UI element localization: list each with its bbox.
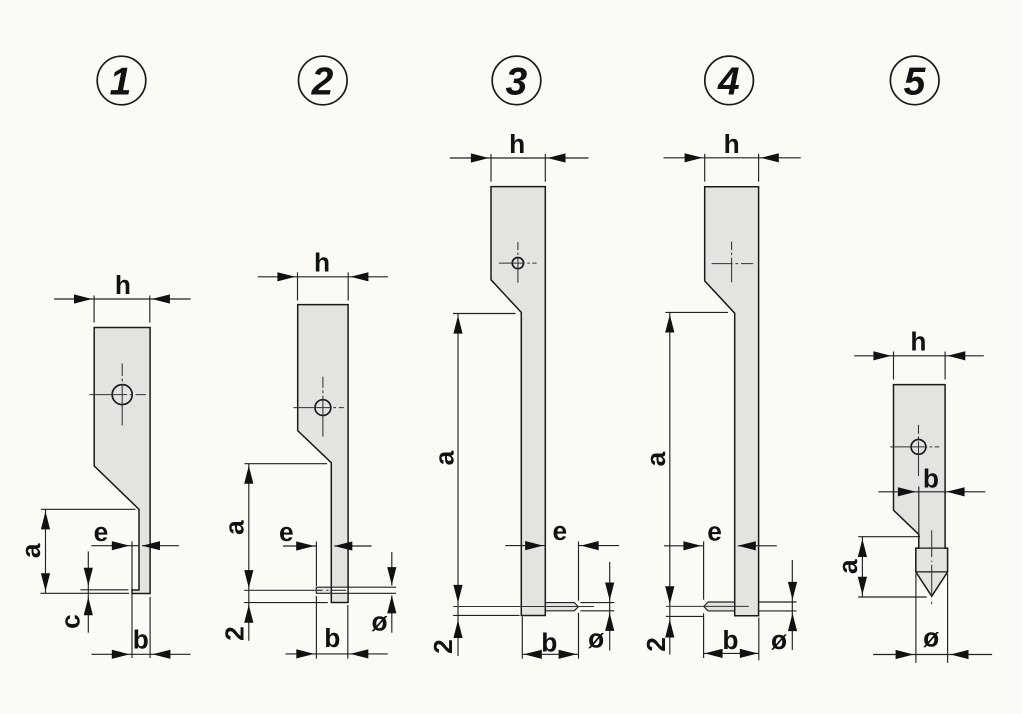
svg-text:1: 1: [110, 61, 132, 104]
svg-text:e: e: [707, 517, 722, 547]
svg-text:ø: ø: [771, 625, 787, 655]
svg-text:ø: ø: [923, 622, 939, 652]
svg-text:b: b: [923, 464, 939, 494]
svg-text:b: b: [722, 625, 738, 655]
svg-text:2: 2: [641, 637, 671, 652]
svg-text:3: 3: [505, 61, 527, 104]
svg-text:4: 4: [717, 61, 740, 104]
svg-text:b: b: [541, 627, 557, 657]
svg-text:a: a: [833, 559, 863, 574]
svg-text:a: a: [219, 520, 249, 535]
svg-text:2: 2: [428, 639, 458, 654]
svg-text:h: h: [724, 129, 740, 159]
svg-text:a: a: [641, 451, 671, 466]
svg-text:e: e: [552, 516, 567, 546]
svg-text:a: a: [16, 543, 46, 558]
svg-text:h: h: [314, 248, 330, 278]
svg-text:e: e: [94, 517, 109, 547]
svg-text:h: h: [509, 129, 525, 159]
svg-text:2: 2: [311, 61, 334, 104]
svg-text:ø: ø: [372, 606, 388, 636]
svg-text:e: e: [279, 517, 294, 547]
svg-text:5: 5: [904, 61, 927, 104]
svg-text:b: b: [133, 624, 149, 654]
svg-text:c: c: [56, 614, 86, 629]
svg-text:h: h: [115, 270, 131, 300]
svg-text:a: a: [430, 450, 460, 465]
svg-text:ø: ø: [588, 623, 604, 653]
svg-text:h: h: [910, 326, 926, 356]
svg-text:2: 2: [219, 626, 249, 641]
svg-text:b: b: [324, 623, 340, 653]
